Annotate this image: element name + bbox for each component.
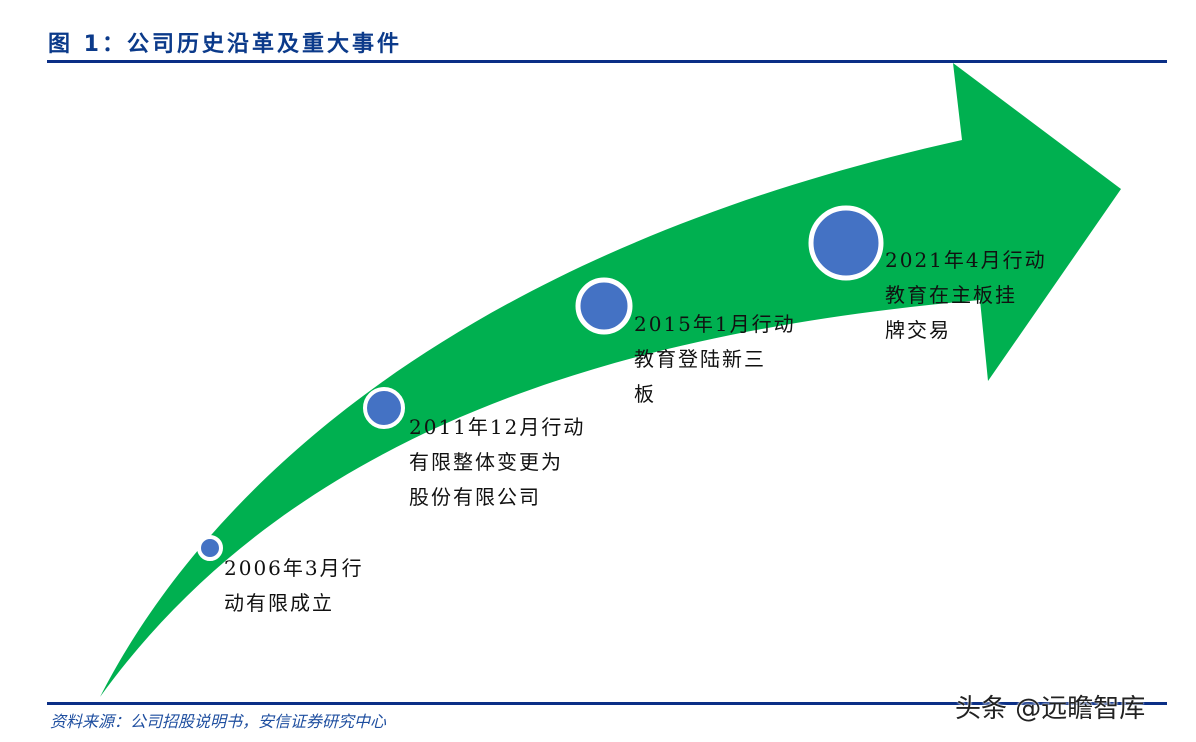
milestone-label-line: 股份有限公司 <box>409 485 541 509</box>
milestone-dot-2006 <box>197 535 223 561</box>
milestone-dot-2011 <box>363 387 405 429</box>
milestone-label-line: 教育在主板挂 <box>885 283 1017 307</box>
source-note: 资料来源：公司招股说明书，安信证券研究中心 <box>50 712 387 731</box>
milestone-label-line: 2021年4月行动 <box>885 248 1047 272</box>
figure-title: 图 1：公司历史沿革及重大事件 <box>48 32 402 57</box>
milestone-label-line: 有限整体变更为 <box>409 450 563 474</box>
source-divider <box>47 702 1167 705</box>
milestone-label-2011: 2011年12月行动 有限整体变更为 股份有限公司 <box>409 410 585 515</box>
milestone-label-line: 牌交易 <box>885 318 951 342</box>
milestone-dot-2015 <box>575 277 633 335</box>
milestone-label-2015: 2015年1月行动 教育登陆新三 板 <box>634 307 796 412</box>
milestone-label-line: 动有限成立 <box>224 591 334 615</box>
watermark: 头条 @远瞻智库 <box>955 694 1146 724</box>
milestone-label-2021: 2021年4月行动 教育在主板挂 牌交易 <box>885 243 1047 348</box>
milestone-label-line: 2015年1月行动 <box>634 312 796 336</box>
title-divider <box>47 60 1167 63</box>
milestone-label-line: 2006年3月行 <box>224 556 364 580</box>
milestone-label-line: 教育登陆新三 <box>634 347 766 371</box>
milestone-dot-2021 <box>808 205 884 281</box>
milestone-label-2006: 2006年3月行 动有限成立 <box>224 551 364 621</box>
milestone-label-line: 板 <box>634 382 656 406</box>
milestone-label-line: 2011年12月行动 <box>409 415 586 439</box>
